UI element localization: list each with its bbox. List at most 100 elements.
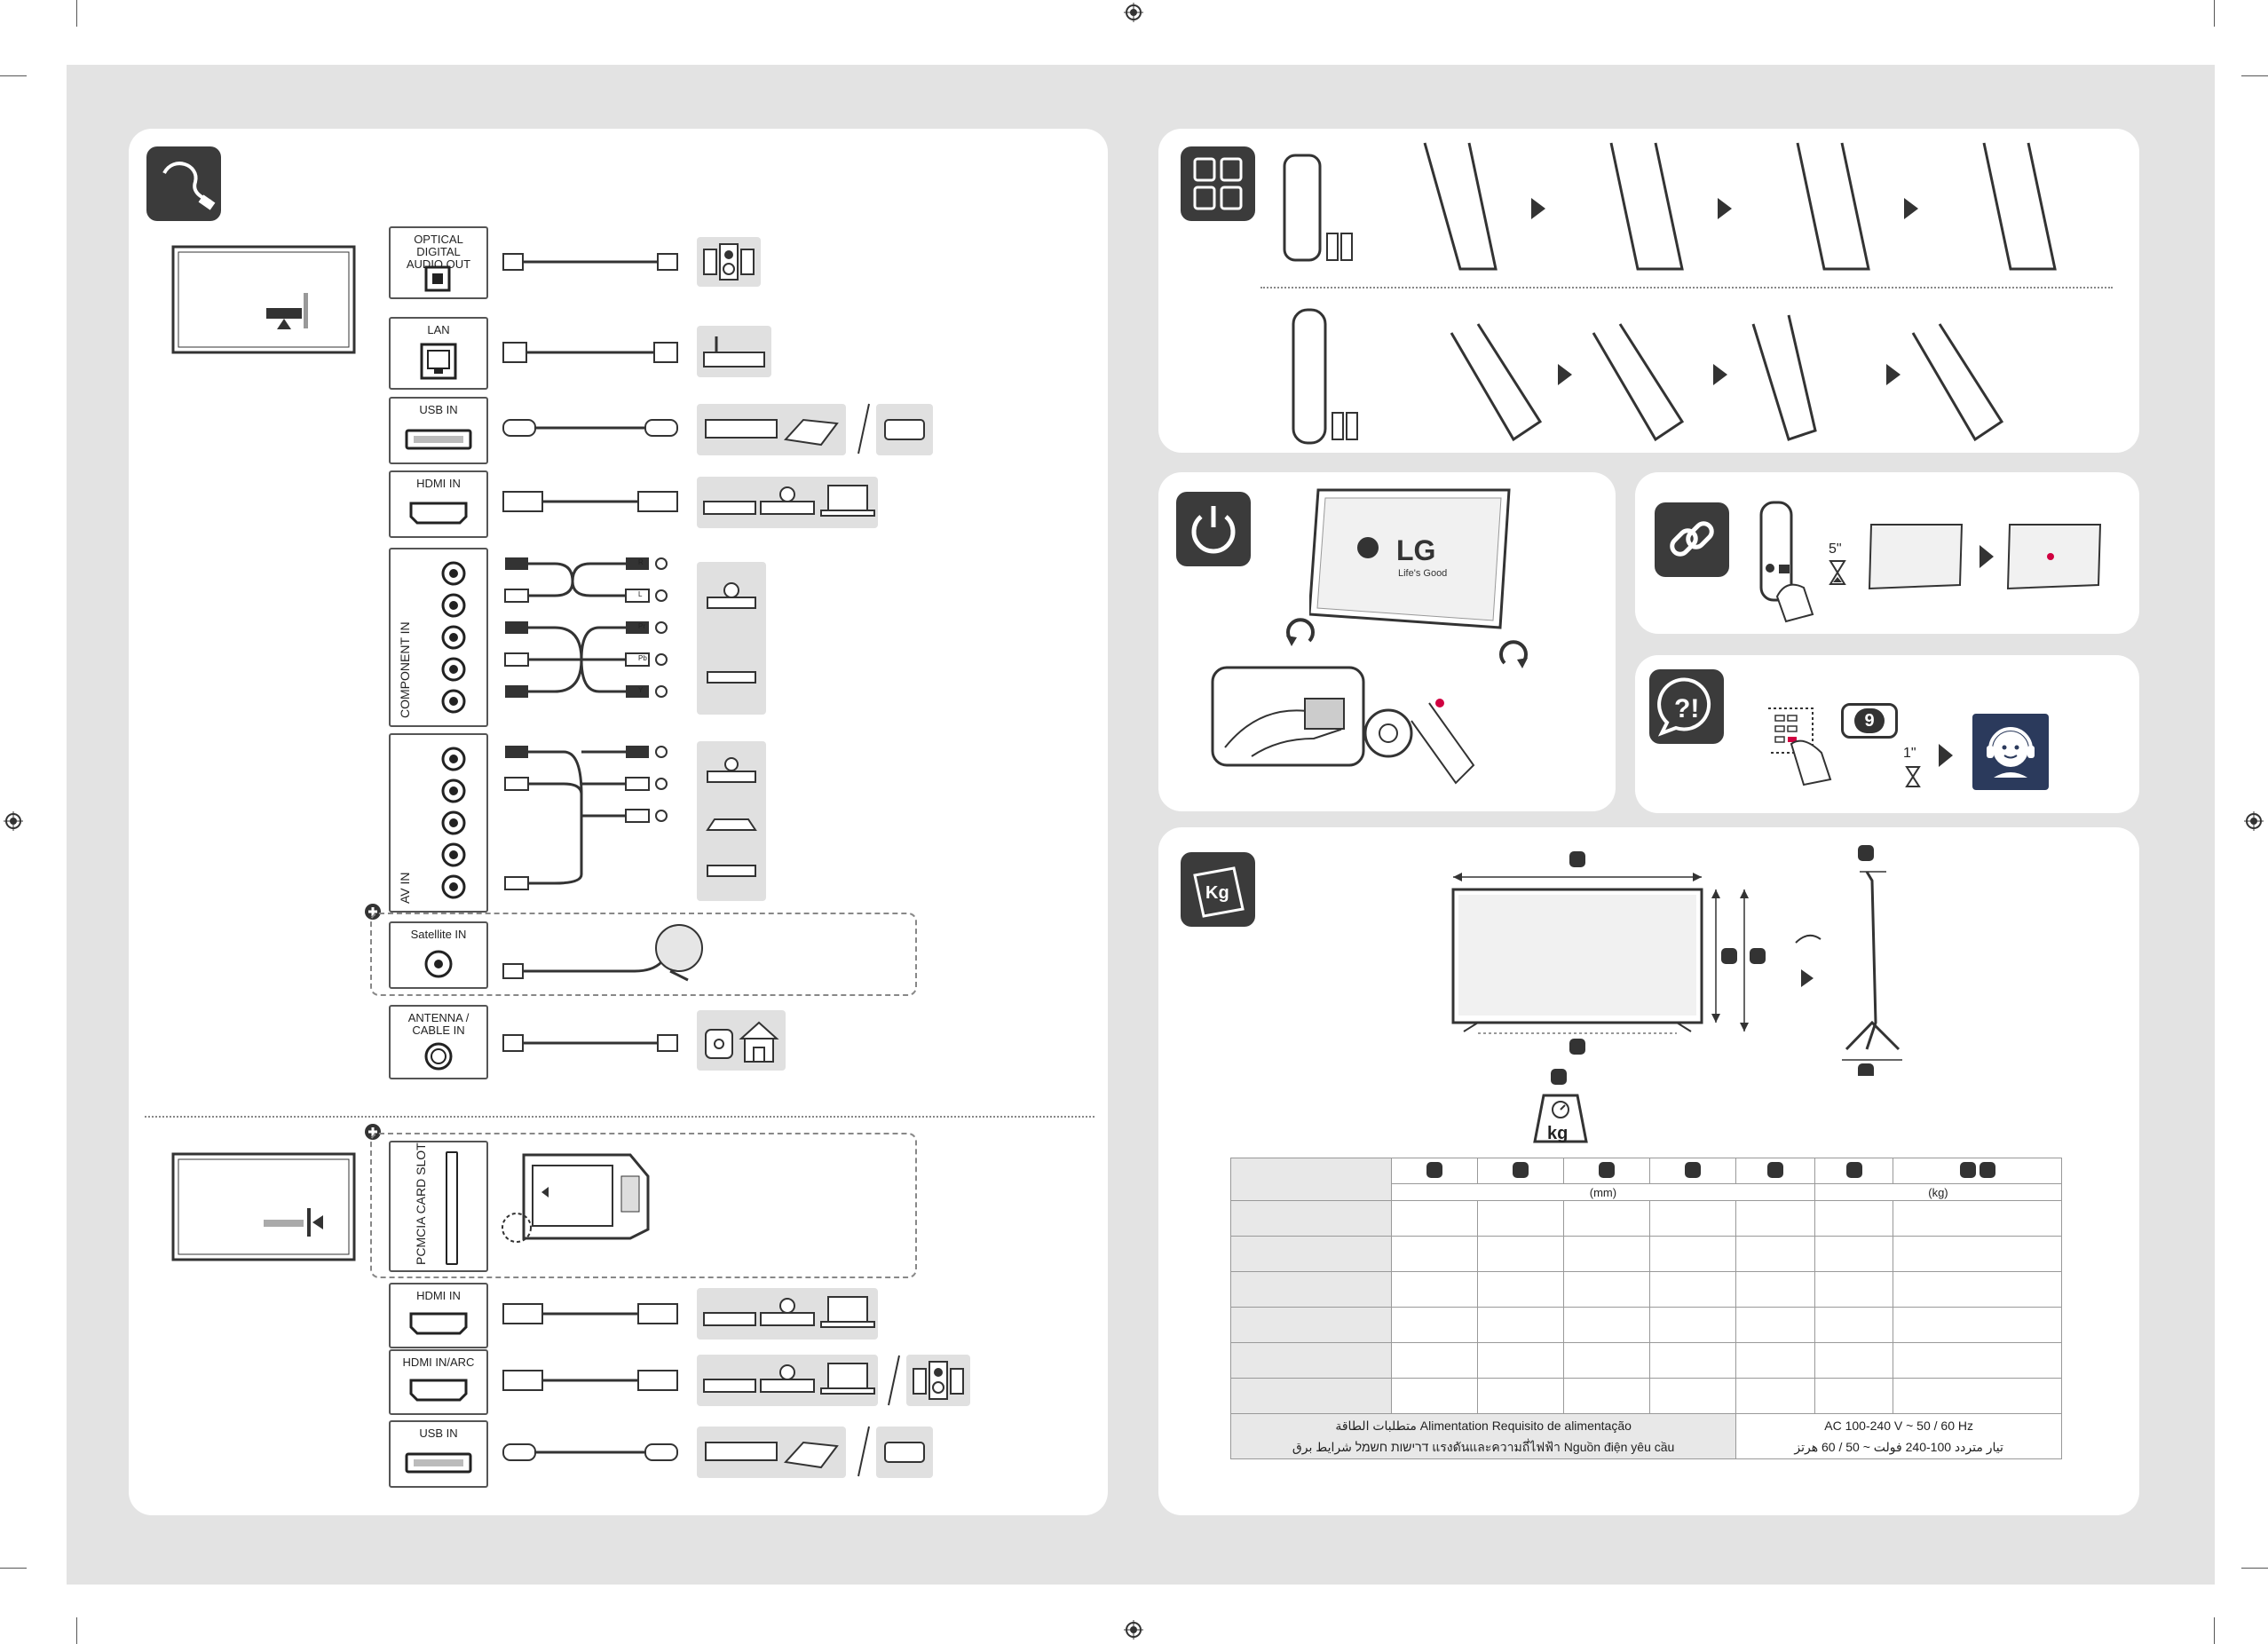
speaker-icon <box>703 243 755 281</box>
av-devices-icon <box>703 485 875 517</box>
av-cables-icon <box>504 746 668 890</box>
lg-logo-text: LG <box>1396 534 1436 566</box>
remote-pairing-panel: 5" <box>1635 472 2139 634</box>
weight-kg-label: kg <box>1547 1124 1569 1143</box>
component-letter-y: Y <box>638 686 644 694</box>
house-antenna-icon <box>705 1021 779 1063</box>
satellite-port-label: Satellite IN <box>410 928 467 941</box>
tv-rear-illustration <box>171 245 356 354</box>
registration-mark-top <box>1124 3 1143 22</box>
speaker-device-box <box>697 237 761 287</box>
antenna-cable-in-port[interactable]: ANTENNA / CABLE IN <box>389 1005 488 1079</box>
registration-mark-right <box>2244 811 2264 831</box>
remote-step-divider <box>1260 287 2113 288</box>
av-devices-icon-3 <box>703 1363 875 1395</box>
help-hold-time: 1" <box>1903 746 1916 761</box>
table-row <box>1230 1378 2062 1414</box>
usb-cable-icon <box>502 419 678 437</box>
tv-dimensions-diagram <box>1451 845 1902 1076</box>
registration-mark-bottom <box>1124 1620 1143 1640</box>
hdmi-arc-port[interactable]: HDMI IN/ARC <box>389 1349 488 1415</box>
power-requirement-row: متطلبات الطاقة Alimentation Requisito de… <box>1229 1413 2062 1459</box>
antenna-port-label: ANTENNA / CABLE IN <box>407 1011 470 1037</box>
crop-line <box>0 1568 27 1569</box>
hdmi-port-label: HDMI IN <box>416 477 461 490</box>
col-badge <box>1735 1158 1815 1184</box>
router-device-box <box>697 326 771 377</box>
table-row <box>1230 1271 2062 1308</box>
col-badge <box>1477 1158 1565 1184</box>
usb-storage-device-box <box>697 404 846 455</box>
pcmcia-card-slot[interactable]: PCMCIA CARD SLOT <box>389 1141 488 1272</box>
power-on-panel: LG Life's Good <box>1158 472 1616 811</box>
help-question-icon: ?! <box>1649 669 1724 744</box>
col-badge <box>1814 1158 1894 1184</box>
av-devices-box <box>697 741 766 901</box>
lan-cable-icon <box>502 342 678 363</box>
battery-icon <box>1181 146 1255 221</box>
crop-line <box>76 1617 77 1644</box>
usb-stick-icon <box>884 419 925 440</box>
antenna-wall-box <box>697 1010 786 1071</box>
separator-slash-3 <box>857 1426 870 1477</box>
av-devices-icon-2 <box>703 1296 875 1328</box>
av-in-port[interactable]: AV IN <box>389 733 488 913</box>
router-icon <box>703 336 765 368</box>
lan-port-label: LAN <box>427 323 450 336</box>
hdmi-arc-devices-box <box>697 1355 878 1406</box>
satellite-dish-icon <box>502 924 703 982</box>
pcmcia-port-label: PCMCIA CARD SLOT <box>414 1142 428 1265</box>
usb-stick-device-box <box>876 404 933 455</box>
table-row <box>1230 1307 2062 1343</box>
weight-badge <box>1551 1069 1567 1085</box>
component-letter-pb: Pb <box>638 654 647 662</box>
hdd-icon-2 <box>705 1441 839 1469</box>
crop-line <box>2214 0 2215 27</box>
tv-screen-after <box>2006 524 2102 590</box>
power-value-line2: تيار متردد 100-240 فولت ~ 50 / 60 هرتز <box>1794 1440 2003 1454</box>
power-button-detail <box>1211 666 1475 785</box>
svg-text:Kg: Kg <box>1205 883 1229 903</box>
usb-in-port-side[interactable]: USB IN <box>389 1420 488 1488</box>
arrow-right-icon-2 <box>1939 744 1953 767</box>
optical-audio-out-port[interactable]: OPTICAL DIGITAL AUDIO OUT <box>389 226 488 299</box>
hdmi-in-port-rear[interactable]: HDMI IN <box>389 470 488 538</box>
link-icon <box>1655 502 1729 577</box>
section-divider <box>145 1116 1094 1118</box>
support-agent-icon <box>1972 714 2049 790</box>
customer-support-panel: ?! 9 1" <box>1635 655 2139 813</box>
crop-line <box>2241 1568 2268 1569</box>
crop-line <box>76 0 77 27</box>
soundbar-device-box <box>906 1355 970 1406</box>
component-in-port[interactable]: COMPONENT IN <box>389 548 488 727</box>
separator-slash <box>857 403 870 454</box>
usb-side-port-label: USB IN <box>419 1427 458 1440</box>
lan-port[interactable]: LAN <box>389 317 488 390</box>
usb-side-cable-icon <box>502 1443 678 1461</box>
hourglass-icon-2 <box>1905 766 1921 787</box>
power-icon <box>1176 492 1251 566</box>
weight-scale-icon: Kg <box>1181 852 1255 927</box>
satellite-in-port[interactable]: Satellite IN <box>389 921 488 989</box>
unit-mm: (mm) <box>1391 1183 1815 1201</box>
table-row <box>1230 1342 2062 1379</box>
keypad-press-icon <box>1768 707 1832 786</box>
power-label-line1: متطلبات الطاقة Alimentation Requisito de… <box>1335 1419 1632 1433</box>
av-devices-stack-icon <box>706 757 757 877</box>
dvd-player-icon <box>707 582 756 684</box>
hdmi-side-cable-icon <box>502 1303 678 1324</box>
pcmcia-optional-group <box>370 1133 917 1278</box>
hdmi-in-port-side[interactable]: HDMI IN <box>389 1283 488 1348</box>
magic-remote-steps <box>1292 308 2004 445</box>
hourglass-icon <box>1829 560 1846 585</box>
magic-remote-press-icon <box>1759 501 1814 623</box>
usb-side-stick-box <box>876 1427 933 1478</box>
table-row <box>1230 1200 2062 1237</box>
unit-kg: (kg) <box>1814 1183 2063 1201</box>
dimensions-spec-table: (mm) (kg) متطلبات الطاقة Alimentation Re… <box>1229 1158 2063 1459</box>
col-badge-pair <box>1893 1158 2062 1184</box>
col-badge <box>1649 1158 1737 1184</box>
antenna-cable-icon <box>502 1034 678 1052</box>
usb-in-port-rear[interactable]: USB IN <box>389 397 488 464</box>
hdmi-side-devices-box <box>697 1288 878 1340</box>
